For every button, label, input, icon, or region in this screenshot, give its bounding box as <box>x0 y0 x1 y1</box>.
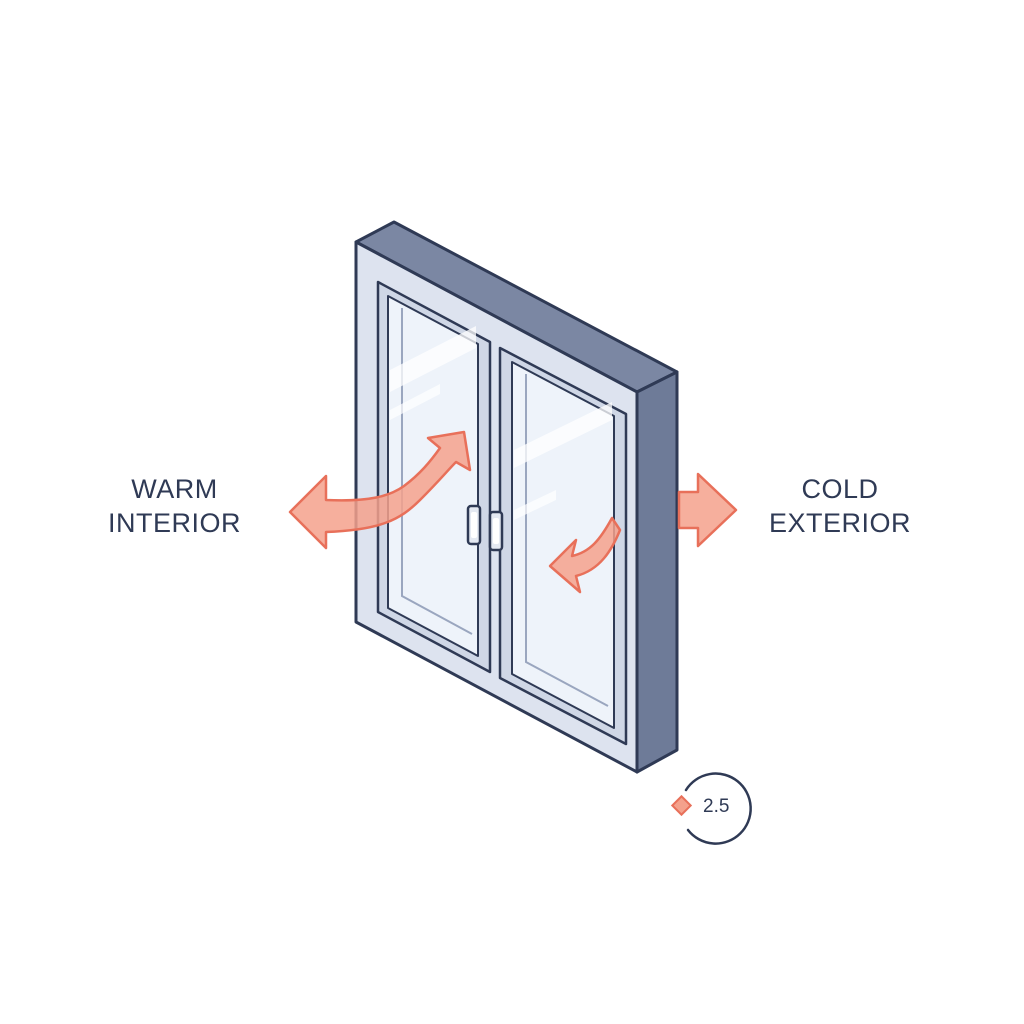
cold-label-line1: COLD <box>801 474 879 504</box>
rating-ring <box>684 772 752 845</box>
warm-label-line1: WARM <box>131 474 218 504</box>
right-pane-inner-bead <box>525 374 609 707</box>
cold-label-line2: EXTERIOR <box>768 508 912 538</box>
rating-badge: 2.5 <box>670 772 752 845</box>
right-glass-glint <box>514 402 612 468</box>
warm-interior-label: WARM INTERIOR <box>108 472 241 540</box>
right-glass-glint-2 <box>514 490 556 520</box>
left-glass-glint <box>390 326 476 392</box>
diamond-icon <box>670 794 693 817</box>
warm-label-line2: INTERIOR <box>108 508 242 538</box>
cold-exterior-label: COLD EXTERIOR <box>760 472 920 540</box>
left-handle <box>466 504 482 546</box>
right-handle <box>488 510 504 552</box>
left-glass-glint-2 <box>390 384 440 420</box>
cold-heat-flow-arrow <box>677 472 738 548</box>
cold-inflow-arrow <box>548 516 622 594</box>
window-side-face <box>635 370 679 774</box>
rating-value: 2.5 <box>703 796 729 817</box>
warm-heat-flow-arrow <box>288 430 472 550</box>
